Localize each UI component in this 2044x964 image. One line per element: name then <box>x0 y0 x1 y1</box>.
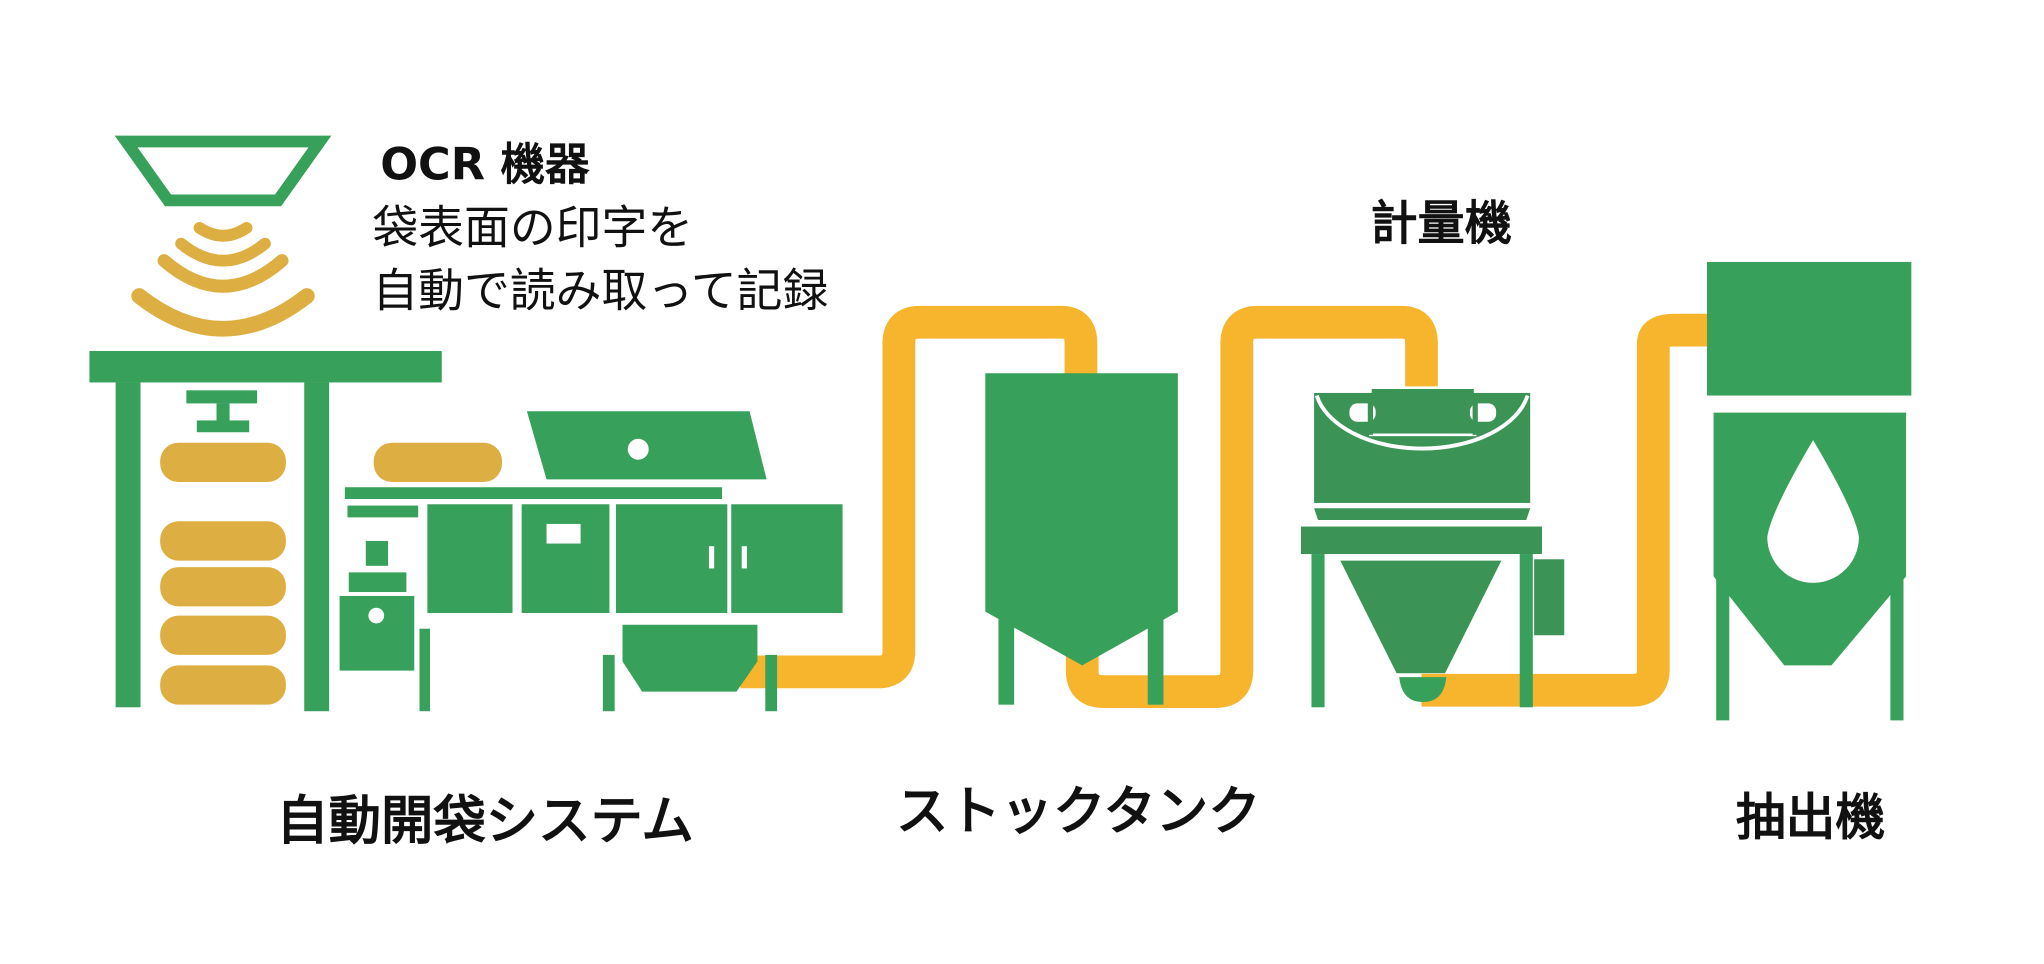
bag-icon <box>160 521 286 561</box>
bag-icon <box>160 567 286 607</box>
ocr-desc-line1: 袋表面の印字を <box>372 201 693 255</box>
ocr-title: OCR 機器 <box>380 138 590 190</box>
label-bag-opener: 自動開袋システム <box>276 790 693 851</box>
pipe-weigher-to-extractor <box>1421 313 1710 707</box>
stock-tank <box>985 373 1178 705</box>
ocr-desc-line2: 自動で読み取って記録 <box>372 263 828 317</box>
bag-icon <box>373 442 503 482</box>
weighing-machine <box>1300 386 1565 708</box>
bag-icon <box>160 442 286 482</box>
bag-icon <box>160 615 286 655</box>
scan-waves-icon <box>131 222 315 337</box>
bag-stack <box>160 442 503 705</box>
extractor-machine <box>1707 261 1912 721</box>
drop-icon <box>1767 440 1859 583</box>
label-stock-tank: ストックタンク <box>896 781 1261 842</box>
label-extractor: 抽出機 <box>1736 788 1885 846</box>
pipe-opener-to-tank <box>740 305 1098 689</box>
bag-opener-machine <box>339 411 843 712</box>
label-weigher: 計量機 <box>1370 197 1511 252</box>
ocr-scanner-icon <box>114 135 332 207</box>
pipe-tank-to-weigher <box>1065 305 1438 708</box>
bag-icon <box>160 665 286 705</box>
bag-lift-frame <box>89 351 442 712</box>
